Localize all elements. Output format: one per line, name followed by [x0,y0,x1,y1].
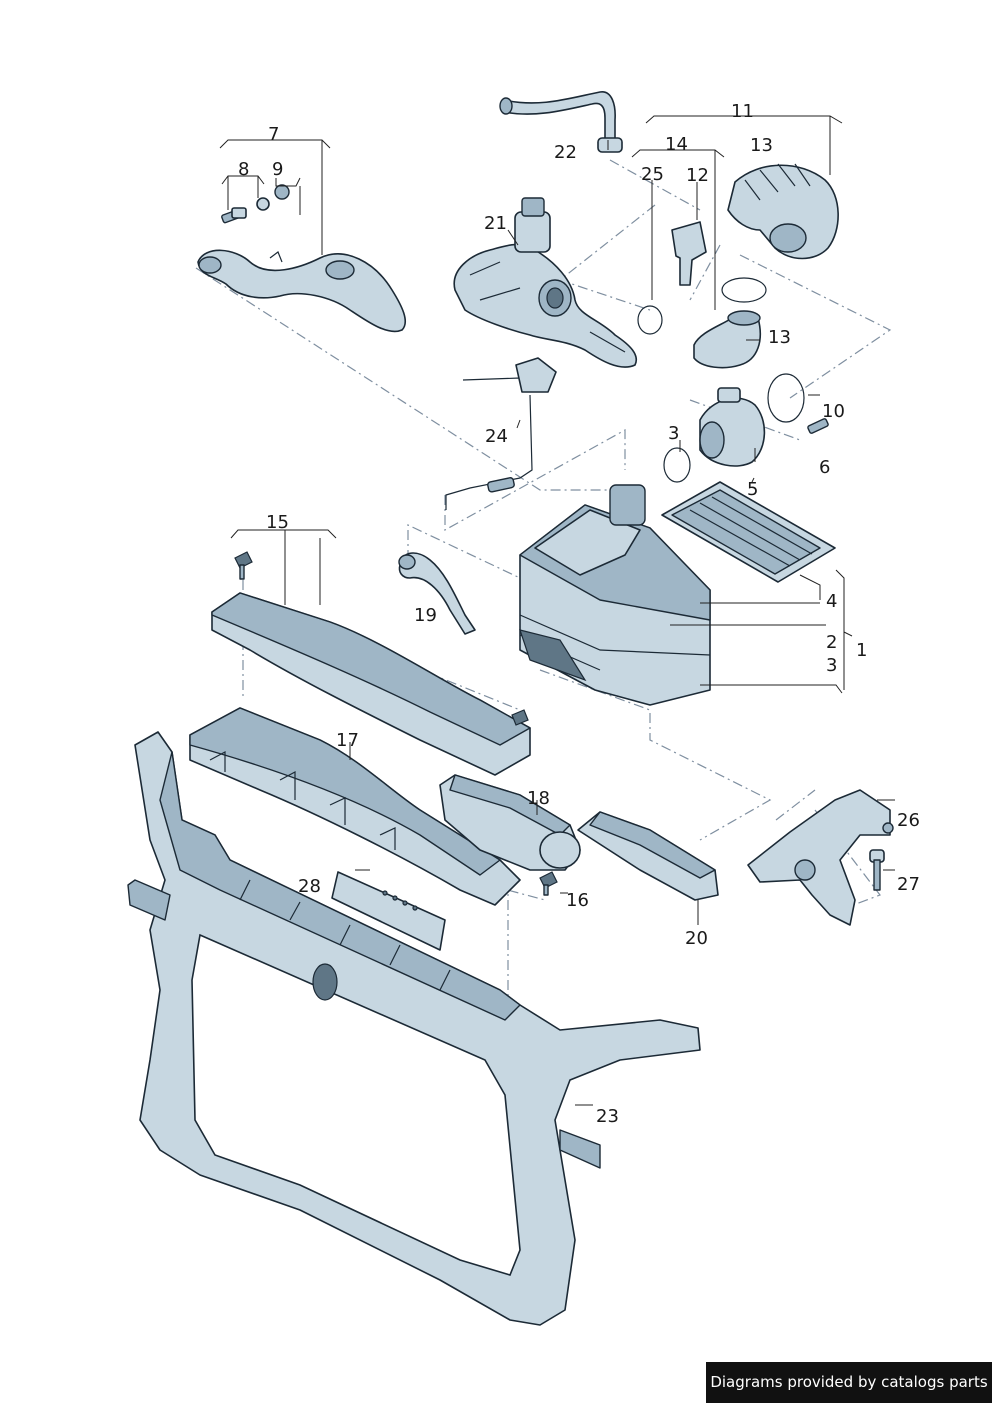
label-3-lower: 3 [826,655,837,676]
seal-3 [663,447,691,483]
air-guide-15 [211,592,531,776]
leader-lines [219,115,895,1106]
hose-19 [398,552,476,635]
label-7: 7 [268,124,279,145]
label-12: 12 [686,165,709,186]
o-ring-25 [637,305,663,335]
air-mass-meter [699,387,766,467]
bolt-27 [869,849,885,891]
vent-hose [499,91,623,153]
bolt-8 [221,207,247,224]
label-27: 27 [897,874,920,895]
label-3-upper: 3 [668,423,679,444]
label-10: 10 [822,401,845,422]
label-24: 24 [485,426,508,447]
screw-15b [511,709,529,726]
label-28: 28 [298,876,321,897]
support-bracket-26 [747,789,894,926]
label-14: 14 [665,134,688,155]
label-26: 26 [897,810,920,831]
label-19: 19 [414,605,437,626]
label-16: 16 [566,890,589,911]
air-intake-20 [577,811,719,901]
bracket-28 [331,871,446,951]
pressure-sensor [671,221,707,286]
part-number-labels: 7 8 9 22 11 14 13 25 12 21 13 10 24 3 6 … [238,101,920,1127]
screw-15a [234,551,253,580]
label-5: 5 [747,479,758,500]
bolt-6 [807,418,829,434]
label-15: 15 [266,512,289,533]
footer-credit: Diagrams provided by catalogs parts [706,1362,992,1403]
label-8: 8 [238,159,249,180]
air-duct-17 [189,707,521,906]
label-11: 11 [731,101,754,122]
air-duct-upper [727,163,839,260]
label-1: 1 [856,640,867,661]
intake-duct-18 [439,774,581,871]
label-4: 4 [826,591,837,612]
air-filter-element [661,481,836,583]
label-13-upper: 13 [750,135,773,156]
label-13-lower: 13 [768,327,791,348]
label-25: 25 [641,164,664,185]
air-filter-housing [519,484,711,706]
label-18: 18 [527,788,550,809]
label-22: 22 [554,142,577,163]
air-duct-lower [693,277,767,369]
label-23: 23 [596,1106,619,1127]
front-end-carrier [127,731,701,1326]
label-21: 21 [484,213,507,234]
screw-16 [539,871,558,896]
label-9: 9 [272,159,283,180]
charge-air-hose [197,249,407,333]
washer-9 [256,184,290,211]
turbocharger [453,197,637,368]
label-20: 20 [685,928,708,949]
hose-clamp-10 [767,373,805,423]
vacuum-line [445,357,557,510]
label-17: 17 [336,730,359,751]
label-6: 6 [819,457,830,478]
label-2: 2 [826,632,837,653]
